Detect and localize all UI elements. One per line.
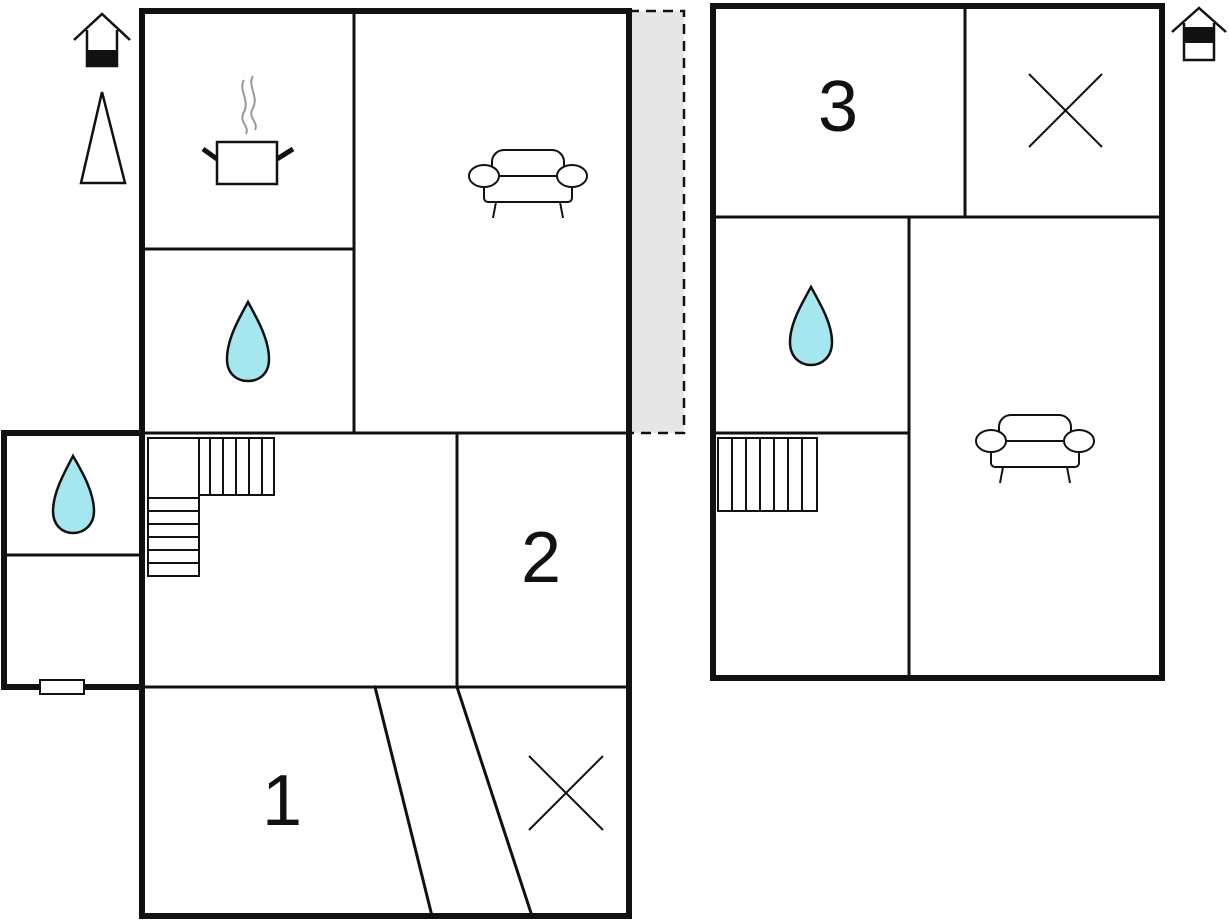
room-2-label: 2 — [521, 518, 561, 598]
staircase-icon — [717, 437, 818, 512]
bathroom-drop-icon — [225, 299, 271, 383]
living-room-sofa-icon — [468, 149, 588, 219]
interior-wall — [373, 685, 434, 918]
interior-wall — [455, 685, 534, 918]
floor-level-icon — [73, 12, 131, 68]
upper-floor-outer-wall — [710, 3, 1165, 681]
room-3-label: 3 — [818, 67, 858, 147]
ground-floor-plan: 1 2 — [1, 8, 686, 919]
living-room-sofa-icon — [975, 414, 1095, 484]
window-icon — [39, 679, 85, 695]
closed-area-cross-icon — [528, 755, 604, 831]
terrace-area — [627, 9, 686, 435]
bathroom-drop-icon — [788, 284, 834, 367]
floor-level-icon — [1171, 6, 1227, 62]
staircase-icon — [147, 437, 275, 577]
room-1-label: 1 — [262, 761, 302, 841]
upper-floor-plan: 3 — [710, 3, 1165, 681]
north-arrow-icon — [79, 91, 127, 185]
kitchen-pot-icon — [201, 75, 295, 186]
bathroom-drop-icon — [51, 453, 96, 535]
ground-floor-outer-wall — [139, 8, 632, 919]
closed-area-cross-icon — [1028, 73, 1103, 148]
